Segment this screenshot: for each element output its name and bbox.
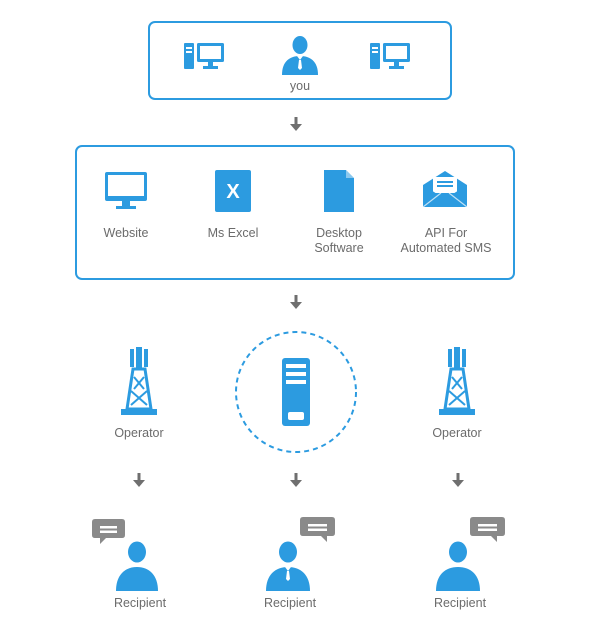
excel-glyph: X [226, 181, 240, 203]
recipient-label-1: Recipient [113, 596, 167, 610]
desktop-computer-icon [370, 43, 410, 69]
arrow-down-icon [290, 117, 302, 131]
arrow-down-icon [290, 473, 302, 487]
document-icon [324, 170, 354, 212]
cell-tower-icon [121, 347, 157, 415]
channel-label-excel: Ms Excel [207, 226, 259, 240]
channel-label-desktop-software: Desktop Software [314, 226, 364, 255]
envelope-icon [422, 171, 468, 207]
cell-tower-icon [439, 347, 475, 415]
channels-box [75, 145, 515, 280]
excel-icon: X [215, 170, 251, 212]
sender-label: you [289, 79, 311, 93]
channel-label-api: API For Automated SMS [400, 226, 492, 255]
person-with-message-icon [92, 519, 158, 591]
operator-label-left: Operator [114, 426, 164, 440]
arrow-down-icon [133, 473, 145, 487]
recipient-label-3: Recipient [433, 596, 487, 610]
person-with-message-icon [266, 517, 335, 591]
sender-box [148, 21, 452, 100]
monitor-icon [105, 172, 147, 209]
server-icon [235, 331, 357, 453]
operator-label-right: Operator [432, 426, 482, 440]
arrow-down-icon [452, 473, 464, 487]
channel-label-website: Website [103, 226, 149, 240]
person-icon [282, 36, 318, 75]
arrow-down-icon [290, 295, 302, 309]
desktop-computer-icon [184, 43, 224, 69]
recipient-label-2: Recipient [263, 596, 317, 610]
person-with-message-icon [436, 517, 505, 591]
